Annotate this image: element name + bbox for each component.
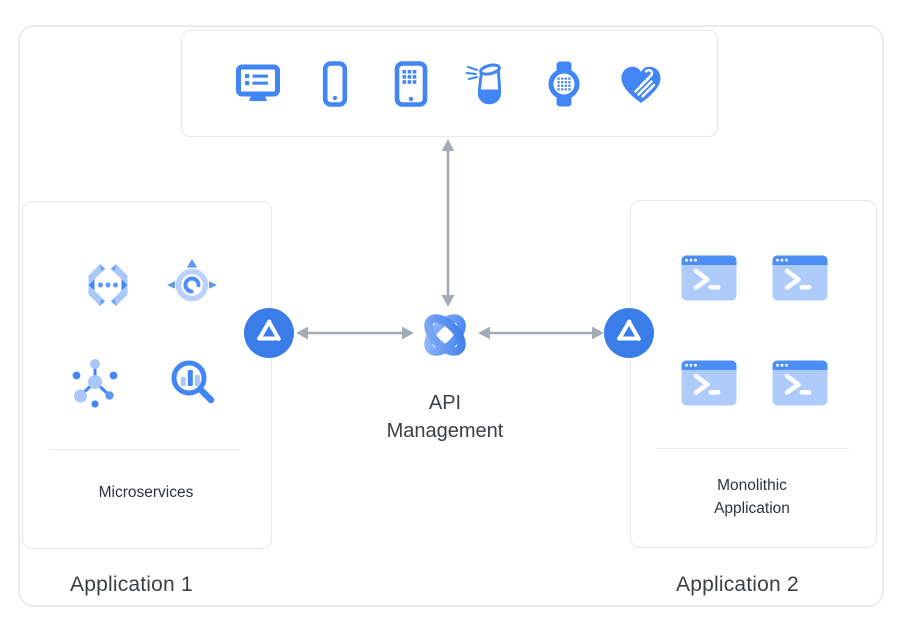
api-to-gateway-right-arrow (478, 326, 604, 340)
smartwatch-icon (548, 61, 580, 106)
terminal-window-icon (772, 360, 828, 406)
code-brackets-icon (88, 264, 128, 306)
api-gateway-icon-left (244, 308, 294, 358)
monolithic-panel (630, 200, 877, 548)
api-label-line1: API (428, 392, 462, 414)
api-management-knot-logo (424, 314, 466, 356)
microservices-panel (22, 201, 272, 549)
gateway-left-to-api-arrow (296, 326, 414, 340)
heart-hand-icon (621, 66, 661, 103)
application-1-caption: Application 1 (70, 573, 193, 596)
smart-speaker-icon (465, 63, 501, 104)
devices-to-api-arrow (441, 139, 455, 307)
smartphone-icon (322, 60, 347, 107)
service-network-icon (72, 359, 118, 408)
application-2-caption: Application 2 (676, 573, 799, 596)
terminal-window-icon (772, 255, 828, 301)
api-label-line2: Management (386, 420, 504, 442)
monolithic-label-line1: Monolithic (717, 477, 787, 494)
api-management-label: API Management (345, 389, 545, 445)
search-analytics-icon (171, 360, 215, 404)
api-gateway-icon-right (604, 308, 654, 358)
terminal-window-icon (681, 255, 737, 301)
service-core-icon (167, 259, 217, 302)
app2-divider (656, 448, 849, 449)
desktop-display-icon (236, 64, 281, 101)
microservices-label: Microservices (98, 484, 194, 501)
devices-panel (181, 30, 718, 137)
terminal-window-icon (681, 360, 737, 406)
monolithic-label: Monolithic Application (652, 474, 852, 520)
tablet-icon (394, 60, 428, 107)
monolithic-label-line2: Application (714, 500, 790, 517)
app1-divider (50, 449, 240, 450)
